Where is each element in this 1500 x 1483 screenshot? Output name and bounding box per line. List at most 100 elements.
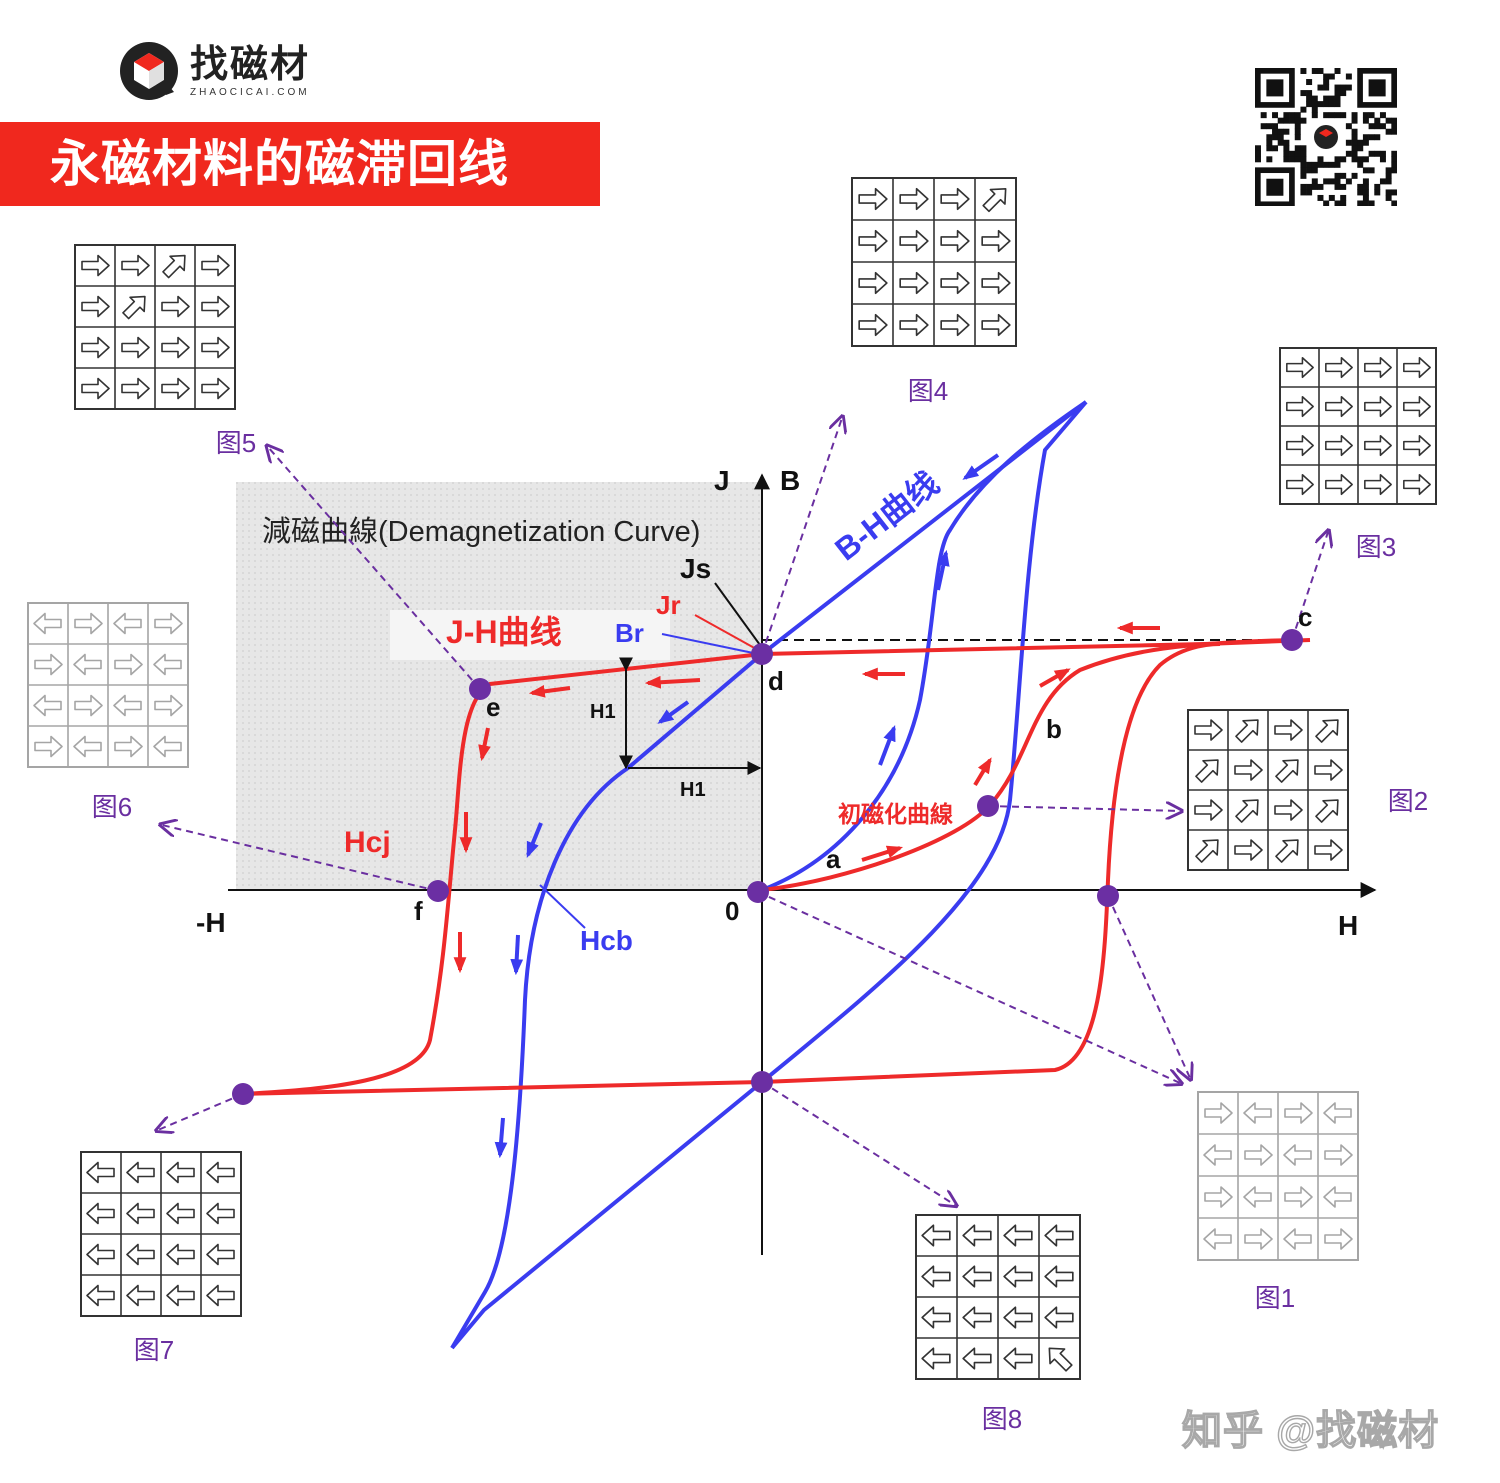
arrow-icon — [1274, 799, 1303, 821]
arrow-icon — [981, 313, 1011, 337]
arrow-icon — [921, 1306, 951, 1329]
arrow-icon — [1325, 434, 1353, 457]
arrow-icon — [161, 336, 190, 359]
arrow-icon — [1195, 839, 1219, 863]
arrow-icon — [1003, 1347, 1033, 1370]
arrow-icon — [526, 822, 543, 858]
arrow-icon — [1044, 1224, 1074, 1247]
arrow-icon — [761, 1081, 955, 1205]
arrow-icon — [114, 735, 143, 758]
arrow-icon — [1244, 1144, 1273, 1166]
arrow-icon — [166, 1243, 195, 1266]
arrow-icon — [113, 694, 142, 717]
arrow-icon — [126, 1284, 155, 1307]
arrow-icon — [858, 229, 888, 253]
arrow-icon — [154, 612, 183, 635]
point-origin — [747, 881, 769, 903]
arrow-icon — [962, 1265, 992, 1288]
jh-lower-loop — [239, 642, 1221, 1096]
br-leader — [661, 633, 759, 655]
panel-label: 图5 — [216, 428, 256, 458]
arrow-icon — [153, 653, 182, 676]
arrow-icon — [81, 377, 110, 400]
arrow-icon — [1323, 1186, 1352, 1208]
arrow-icon — [936, 549, 950, 591]
arrow-icon — [1275, 839, 1299, 863]
b-point-label: b — [1046, 714, 1062, 744]
arrow-icon — [1324, 1144, 1353, 1166]
arrow-icon — [166, 1284, 195, 1307]
zhaocicai-cube-logo — [120, 42, 178, 100]
qr-code-icon[interactable] — [1255, 68, 1397, 206]
arrow-icon — [1039, 668, 1071, 688]
arrow-icon — [206, 1284, 235, 1307]
arrow-icon — [161, 377, 190, 400]
arrow-icon — [1403, 434, 1431, 457]
point-neg-remanence — [751, 1071, 773, 1093]
domain-panel: 图8 — [915, 1214, 1081, 1434]
point-hcj-positive — [1097, 885, 1119, 907]
arrow-icon — [1284, 1186, 1313, 1208]
arrow-icon — [1291, 532, 1328, 641]
arrow-icon — [1003, 1265, 1033, 1288]
arrow-icon — [1204, 1102, 1233, 1124]
panel-label: 图1 — [1255, 1283, 1295, 1313]
arrow-icon — [1194, 719, 1223, 741]
page-title: 永磁材料的磁滞回线 — [0, 122, 600, 206]
arrow-icon — [1195, 759, 1219, 783]
arrow-icon — [1403, 473, 1431, 496]
jr-leader — [694, 614, 759, 651]
hcb-label: Hcb — [580, 925, 633, 956]
arrow-icon — [940, 271, 970, 295]
h1-horizontal-label: H1 — [680, 779, 706, 801]
arrow-icon — [861, 845, 904, 862]
jh-upper-loop — [239, 638, 1311, 1096]
arrow-icon — [987, 806, 1180, 811]
arrow-icon — [1315, 719, 1339, 743]
point-neg-saturation — [232, 1083, 254, 1105]
arrow-icon — [1315, 799, 1339, 823]
j-axis-label: J — [714, 465, 730, 496]
jh-label-backdrop — [390, 610, 670, 660]
arrow-icon — [858, 271, 888, 295]
blue-direction-arrows — [494, 453, 1000, 1159]
arrow-icon — [201, 336, 230, 359]
arrow-icon — [122, 295, 146, 320]
arrow-icon — [34, 735, 63, 758]
arrow-icon — [1204, 1186, 1233, 1208]
arrow-icon — [858, 187, 888, 211]
key-points — [232, 629, 1303, 1105]
h-axis-label: H — [1338, 910, 1358, 941]
arrow-icon — [162, 254, 186, 279]
arrow-icon — [1003, 1224, 1033, 1247]
arrow-icon — [899, 229, 929, 253]
arrow-icon — [86, 1284, 115, 1307]
arrow-icon — [268, 447, 481, 690]
a-label: a — [826, 844, 841, 874]
arrow-icon — [114, 653, 143, 676]
arrow-icon — [757, 891, 1180, 1083]
jh-curve-label: J-H曲线 — [446, 614, 562, 650]
domain-panel: 图3 — [1279, 347, 1437, 562]
arrow-icon — [86, 1161, 115, 1184]
arrow-icon — [1364, 395, 1392, 418]
demagnetization-label: 減磁曲線(Demagnetization Curve) — [262, 515, 700, 548]
arrow-icon — [1234, 759, 1263, 781]
arrow-icon — [206, 1243, 235, 1266]
arrow-icon — [1286, 356, 1314, 379]
initial-curve-label: 初磁化曲線 — [838, 801, 953, 827]
arrow-icon — [510, 934, 524, 976]
brand-logo-group: 找磁材 ZHAOCICAI.COM — [118, 40, 310, 102]
arrow-icon — [126, 1161, 155, 1184]
arrow-icon — [206, 1202, 235, 1225]
arrow-icon — [1325, 395, 1353, 418]
arrow-icon — [158, 1093, 244, 1130]
arrow-icon — [921, 1224, 951, 1247]
arrow-icon — [858, 313, 888, 337]
panel-label: 图3 — [1356, 532, 1396, 562]
arrow-icon — [878, 725, 896, 766]
arrow-icon — [81, 254, 110, 277]
domain-panel: 图7 — [80, 1151, 242, 1365]
bh-outer-loop — [450, 400, 1088, 1350]
arrow-icon — [1203, 1228, 1232, 1250]
